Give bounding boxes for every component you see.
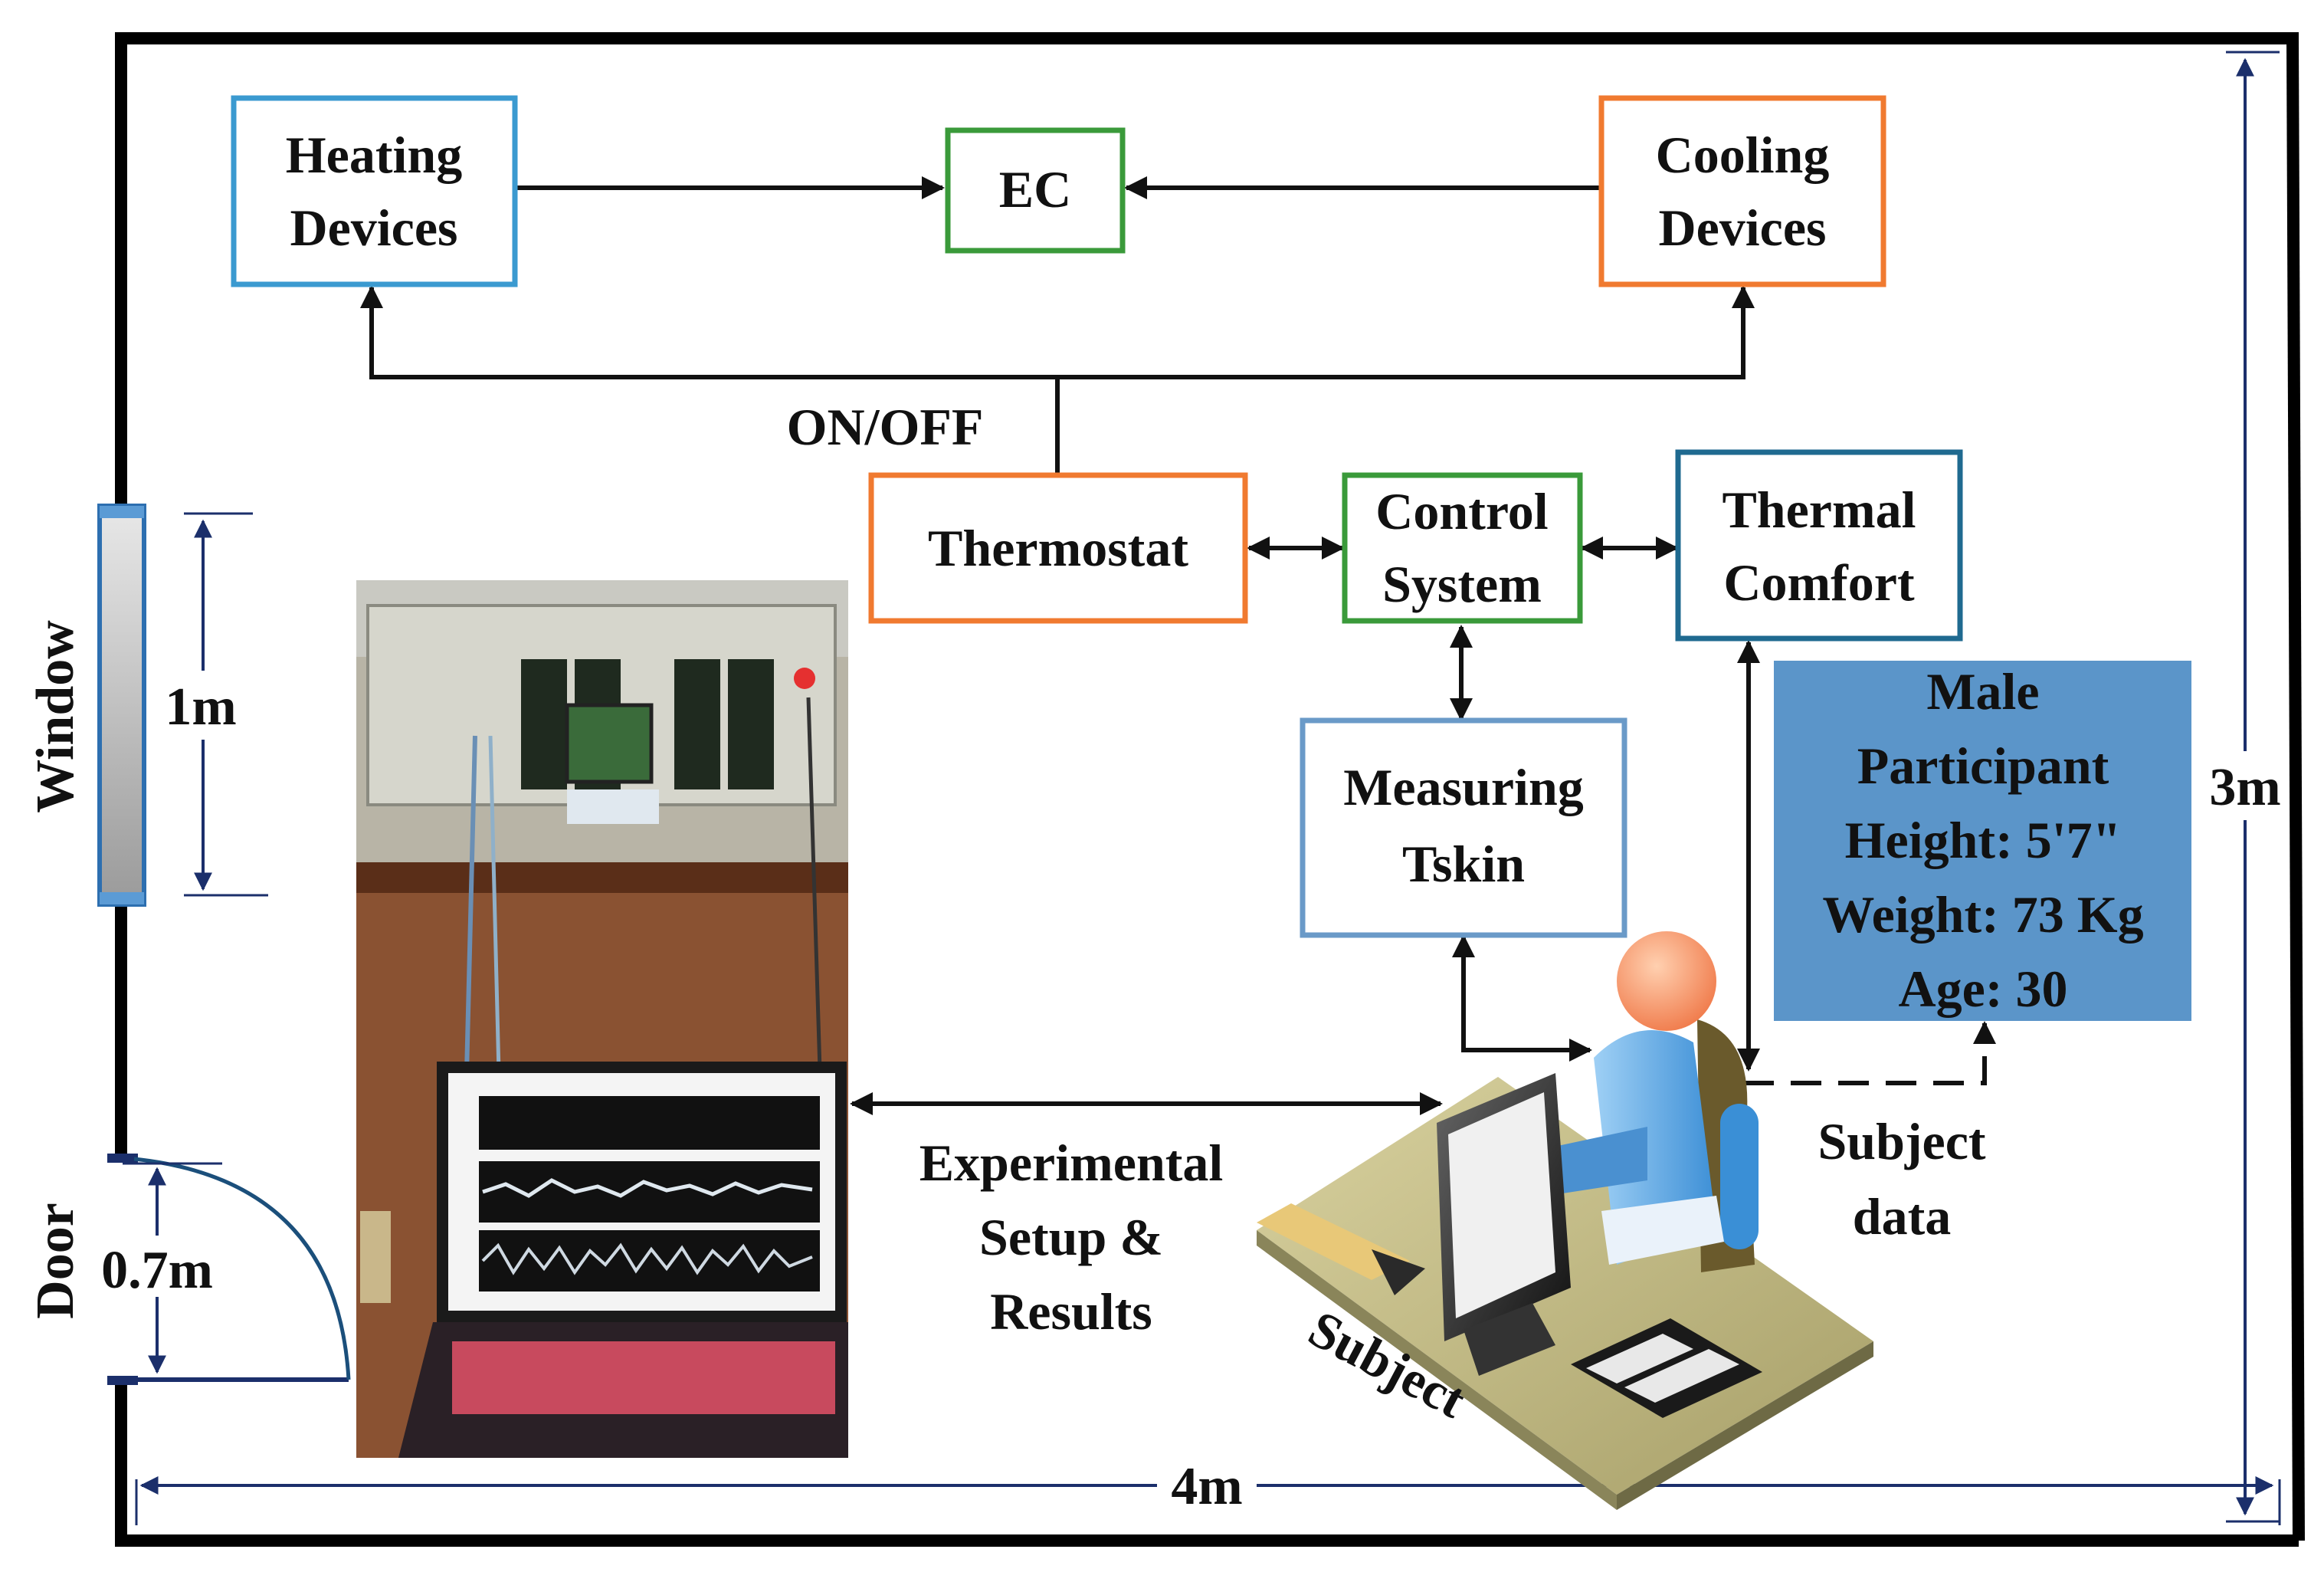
measuring-line2: Tskin [1402, 835, 1525, 893]
subject-illustration: Subject [1257, 931, 1873, 1510]
participant-info-box: Male Participant Height: 5'7" Weight: 73… [1774, 661, 2191, 1021]
width-label: 4m [1171, 1457, 1242, 1516]
room-outline [115, 32, 2305, 1547]
control-system-box: Control System [1342, 472, 1583, 624]
control-line2: System [1382, 555, 1542, 613]
experimental-line3: Results [990, 1282, 1152, 1341]
subject-data-line2: data [1853, 1187, 1951, 1246]
heating-line2: Devices [290, 199, 457, 257]
window-dimension: 1m [157, 512, 268, 897]
cooling-devices-box: Cooling Devices [1598, 95, 1886, 287]
measuring-line1: Measuring [1343, 758, 1584, 816]
experimental-setup-photo [356, 580, 848, 1458]
thermostat-box: Thermostat [868, 472, 1248, 624]
experimental-line1: Experimental [919, 1134, 1224, 1192]
heating-line1: Heating [286, 126, 462, 184]
window-label: Window [26, 620, 85, 813]
comfort-line2: Comfort [1723, 553, 1915, 612]
door: Door [26, 1154, 351, 1385]
participant-height: Height: 5'7" [1845, 811, 2122, 869]
subject-data-line1: Subject [1818, 1112, 1985, 1170]
window: Window [26, 504, 146, 907]
participant-line2: Participant [1857, 737, 2109, 795]
door-label: Door [26, 1203, 85, 1319]
measuring-tskin-box: Measuring Tskin [1300, 717, 1627, 938]
ec-label: EC [999, 160, 1071, 218]
comfort-line1: Thermal [1722, 481, 1916, 539]
on-off-bus [360, 285, 1755, 379]
height-dimension: 3m [2201, 51, 2285, 1523]
thermostat-label: Thermostat [928, 519, 1188, 577]
on-off-label: ON/OFF [787, 398, 984, 456]
measuring-subject-arrow [1452, 934, 1592, 1062]
door-dimension: 0.7m [88, 1162, 230, 1374]
window-size-label: 1m [165, 678, 236, 737]
height-label: 3m [2209, 758, 2280, 817]
experimental-line2: Setup & [979, 1208, 1163, 1266]
participant-age: Age: 30 [1899, 960, 2068, 1018]
subject-data-arrow [1743, 1021, 1996, 1085]
heating-devices-box: Heating Devices [231, 95, 518, 287]
control-line1: Control [1375, 482, 1548, 540]
cooling-line2: Devices [1658, 199, 1826, 257]
participant-line1: Male [1926, 662, 2039, 720]
cooling-line1: Cooling [1656, 126, 1830, 184]
participant-weight: Weight: 73 Kg [1822, 885, 2143, 944]
ec-box: EC [945, 127, 1126, 254]
thermal-comfort-box: Thermal Comfort [1675, 449, 1963, 642]
width-dimension: 4m [135, 1452, 2281, 1525]
connectors [360, 176, 1996, 1115]
door-size-label: 0.7m [101, 1241, 213, 1300]
